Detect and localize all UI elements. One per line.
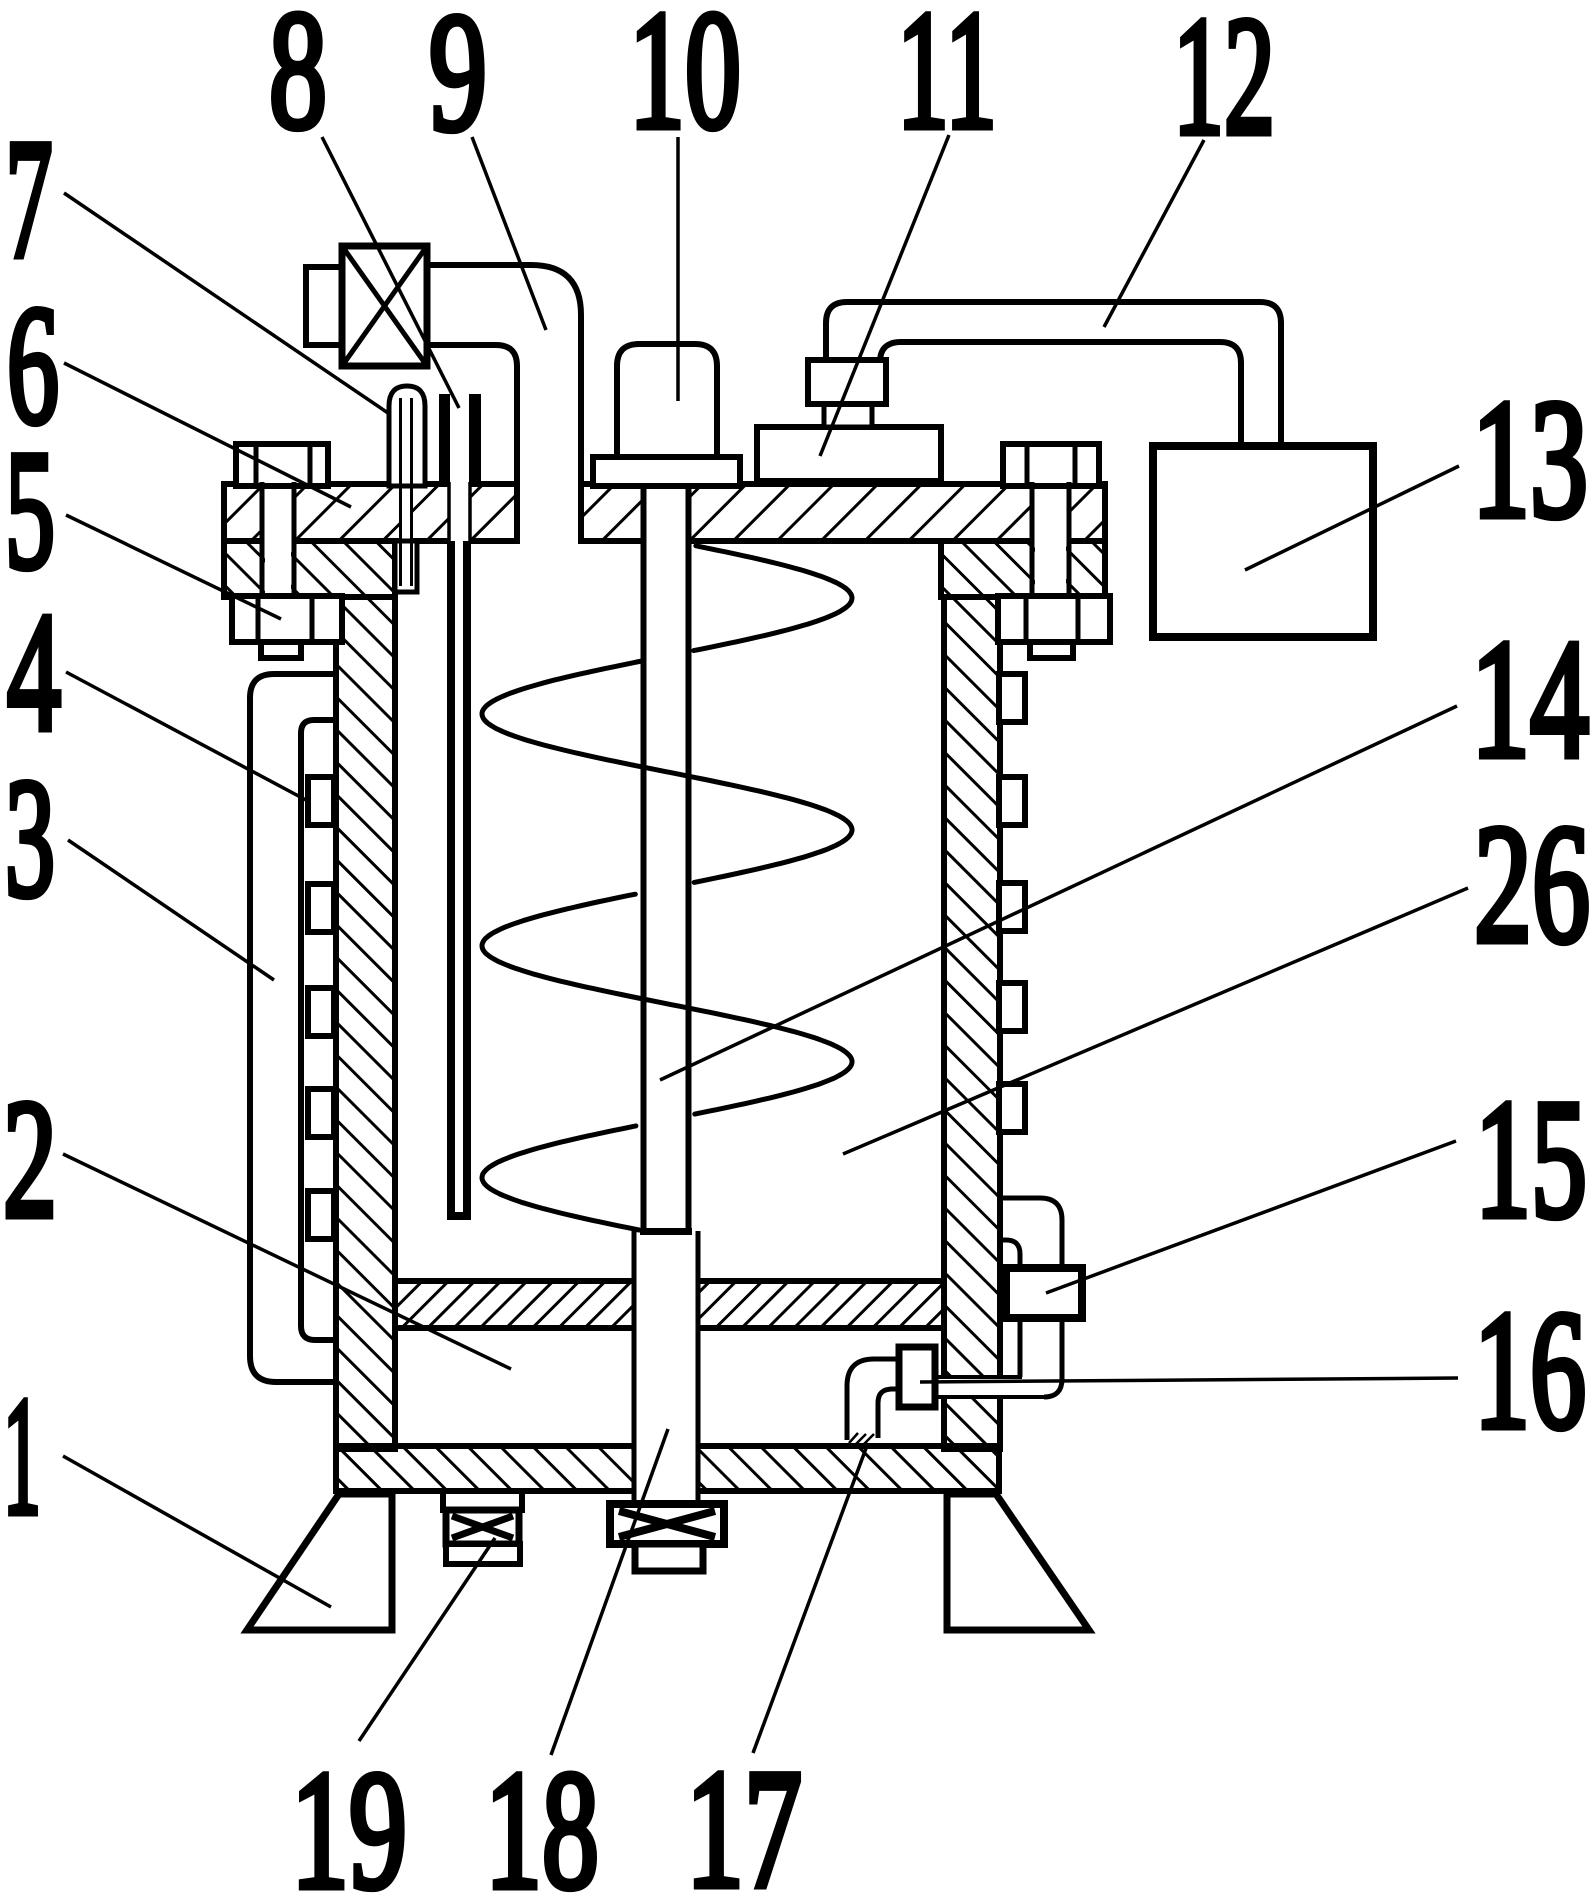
svg-text:15: 15 [1475,1065,1587,1253]
svg-text:9: 9 [429,0,487,166]
svg-text:8: 8 [269,0,327,164]
svg-text:26: 26 [1474,790,1590,978]
svg-text:10: 10 [629,0,741,164]
svg-text:6: 6 [7,271,59,459]
svg-text:3: 3 [5,744,55,932]
svg-text:18: 18 [485,1736,599,1895]
svg-text:11: 11 [897,0,997,164]
svg-text:2: 2 [3,1065,57,1253]
svg-text:19: 19 [291,1736,407,1895]
svg-text:12: 12 [1173,0,1275,170]
svg-text:14: 14 [1471,605,1589,793]
svg-text:1: 1 [3,1362,41,1550]
svg-text:16: 16 [1474,1276,1586,1464]
svg-text:17: 17 [686,1735,802,1895]
svg-text:13: 13 [1472,365,1588,553]
svg-text:4: 4 [7,578,61,766]
svg-text:5: 5 [5,416,55,604]
svg-text:7: 7 [6,105,53,293]
